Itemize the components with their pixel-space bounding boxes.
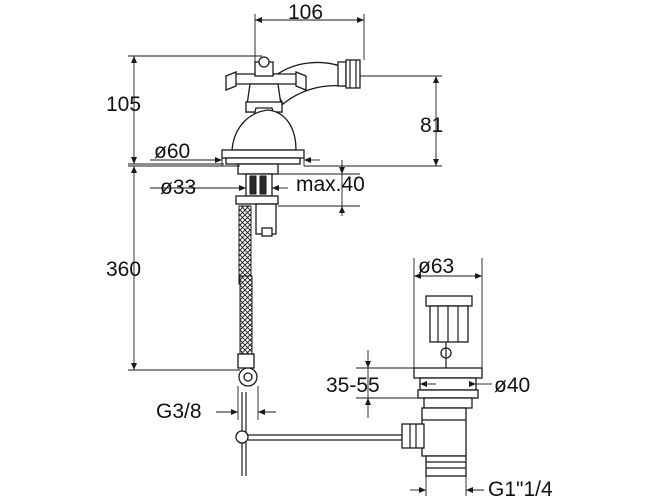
dim-g38-label: G3/8: [156, 400, 202, 423]
dim-deck-thickness: [278, 160, 360, 216]
dim-360-label: 360: [106, 258, 141, 281]
dim-top-width: [254, 14, 365, 62]
under-counter-fixing: [235, 163, 279, 237]
dim-popup-diameter: [413, 258, 483, 368]
dim-o60-label: ø60: [154, 140, 190, 163]
dim-o33-label: ø33: [160, 176, 196, 199]
dim-o63-label: ø63: [418, 255, 454, 278]
dim-106-label: 106: [288, 1, 323, 24]
dim-max40-label: max.40: [296, 173, 365, 196]
popup-linkage: [235, 392, 404, 476]
mixer-body: [221, 56, 361, 165]
dim-g114-label: G1"1/4: [488, 478, 553, 500]
dim-o40-label: ø40: [494, 374, 530, 397]
dim-3555-label: 35-55: [326, 374, 380, 397]
dim-spout-height: [304, 75, 442, 167]
dim-drain-thread: [410, 476, 484, 496]
dim-hose-thread: [216, 386, 276, 420]
dim-basin-thickness: [356, 350, 420, 418]
dim-hole-diameter: [150, 185, 288, 191]
dim-total-height: [128, 55, 262, 165]
dim-81-label: 81: [420, 114, 443, 137]
dim-105-label: 105: [106, 93, 141, 116]
dim-base-diameter: [150, 150, 320, 166]
dim-drain-diameter: [420, 381, 492, 387]
popup-waste: [401, 295, 483, 477]
flexible-hose: [237, 205, 258, 387]
dim-hose-length: [128, 165, 240, 371]
